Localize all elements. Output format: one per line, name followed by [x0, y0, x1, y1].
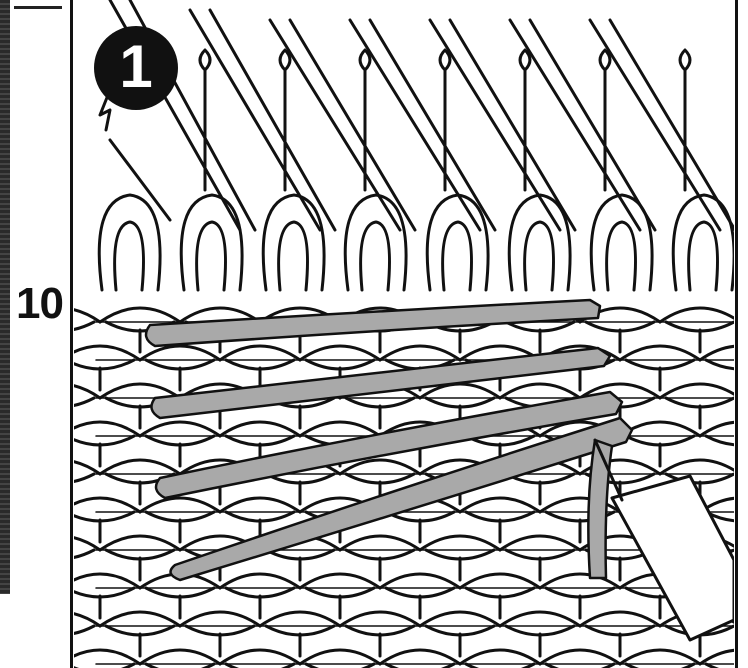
stitch-arc	[660, 460, 740, 474]
stitch-arc	[580, 612, 660, 626]
stitch-arc	[380, 574, 460, 588]
stitch-arc	[26, 626, 94, 635]
loop-inner	[443, 222, 472, 290]
stitch-arc	[60, 346, 140, 360]
stitch-arc	[460, 498, 540, 512]
stitch-arc	[500, 536, 580, 550]
strand-line	[210, 10, 335, 230]
strand-drop	[280, 50, 290, 190]
stitch-arc	[20, 612, 100, 626]
stitch-arc	[140, 650, 220, 664]
loop-inner	[197, 222, 226, 290]
stitch-arc	[420, 612, 500, 626]
stitch-arc	[140, 422, 220, 436]
stitch-arc	[500, 384, 580, 398]
stitch-arc	[220, 650, 300, 664]
loop-outer	[263, 195, 324, 290]
loop-inner	[361, 222, 390, 290]
stitch-arc	[706, 360, 748, 369]
loop-outer	[181, 195, 242, 290]
stitch-arc	[500, 612, 580, 626]
stitch-arc	[340, 536, 420, 550]
loop-outer	[427, 195, 488, 290]
stitch-arc	[706, 436, 748, 445]
stitch-arc	[100, 460, 180, 474]
loop-inner	[607, 222, 636, 290]
stitch-arc	[460, 650, 540, 664]
stitch-arc	[220, 498, 300, 512]
knitted-fabric	[20, 308, 748, 668]
loop-outer	[345, 195, 406, 290]
stitch-arc	[700, 346, 748, 360]
stitch-arc	[180, 612, 260, 626]
stitch-arc	[26, 474, 94, 483]
stitch-arc	[26, 322, 94, 331]
loop-outer	[591, 195, 652, 290]
stitch-arc	[60, 574, 140, 588]
strand-tip	[100, 95, 170, 220]
stitch-arc	[300, 650, 380, 664]
loop-outer	[509, 195, 570, 290]
stitch-arc	[60, 650, 140, 664]
loop-outer	[673, 195, 734, 290]
stitch-arc	[220, 346, 300, 360]
hanging-strands	[100, 0, 735, 230]
stitch-arc	[220, 422, 300, 436]
loop-outer	[99, 195, 160, 290]
stitch-arc	[100, 612, 180, 626]
stitch-arc	[140, 498, 220, 512]
stitch-arc	[700, 422, 748, 436]
strand-line	[270, 20, 400, 230]
stitch-arc	[60, 498, 140, 512]
stitch-arc	[300, 346, 380, 360]
stitch-arc	[220, 574, 300, 588]
stitch-arc	[100, 308, 180, 322]
stitch-arc	[26, 550, 94, 559]
step-badge: 1	[94, 26, 178, 110]
loop-inner	[689, 222, 718, 290]
stitch-arc	[700, 650, 748, 664]
stitch-arc	[340, 612, 420, 626]
stitch-arc	[20, 384, 100, 398]
loop-inner	[525, 222, 554, 290]
stitch-loops	[99, 195, 734, 290]
stitch-arc	[60, 422, 140, 436]
stitch-arc	[620, 346, 700, 360]
stitch-arc	[260, 612, 340, 626]
stitch-arc	[300, 422, 380, 436]
stitch-arc	[380, 650, 460, 664]
stitch-arc	[660, 384, 740, 398]
strand-line	[350, 20, 480, 230]
stitch-arc	[420, 536, 500, 550]
stitch-arc	[660, 308, 740, 322]
strand-drop	[200, 50, 210, 190]
strand-line	[290, 20, 415, 230]
stitch-arc	[26, 398, 94, 407]
stitch-arc	[540, 574, 620, 588]
stitch-arc	[100, 536, 180, 550]
stitch-arc	[460, 574, 540, 588]
stitch-arc	[540, 650, 620, 664]
stitch-arc	[140, 346, 220, 360]
loop-inner	[279, 222, 308, 290]
stitch-arc	[300, 574, 380, 588]
stitch-arc	[620, 650, 700, 664]
stitch-arc	[20, 308, 100, 322]
step-number: 1	[94, 34, 178, 100]
stitch-arc	[380, 346, 460, 360]
stitch-arc	[20, 536, 100, 550]
loop-inner	[115, 222, 144, 290]
stitch-arc	[20, 460, 100, 474]
